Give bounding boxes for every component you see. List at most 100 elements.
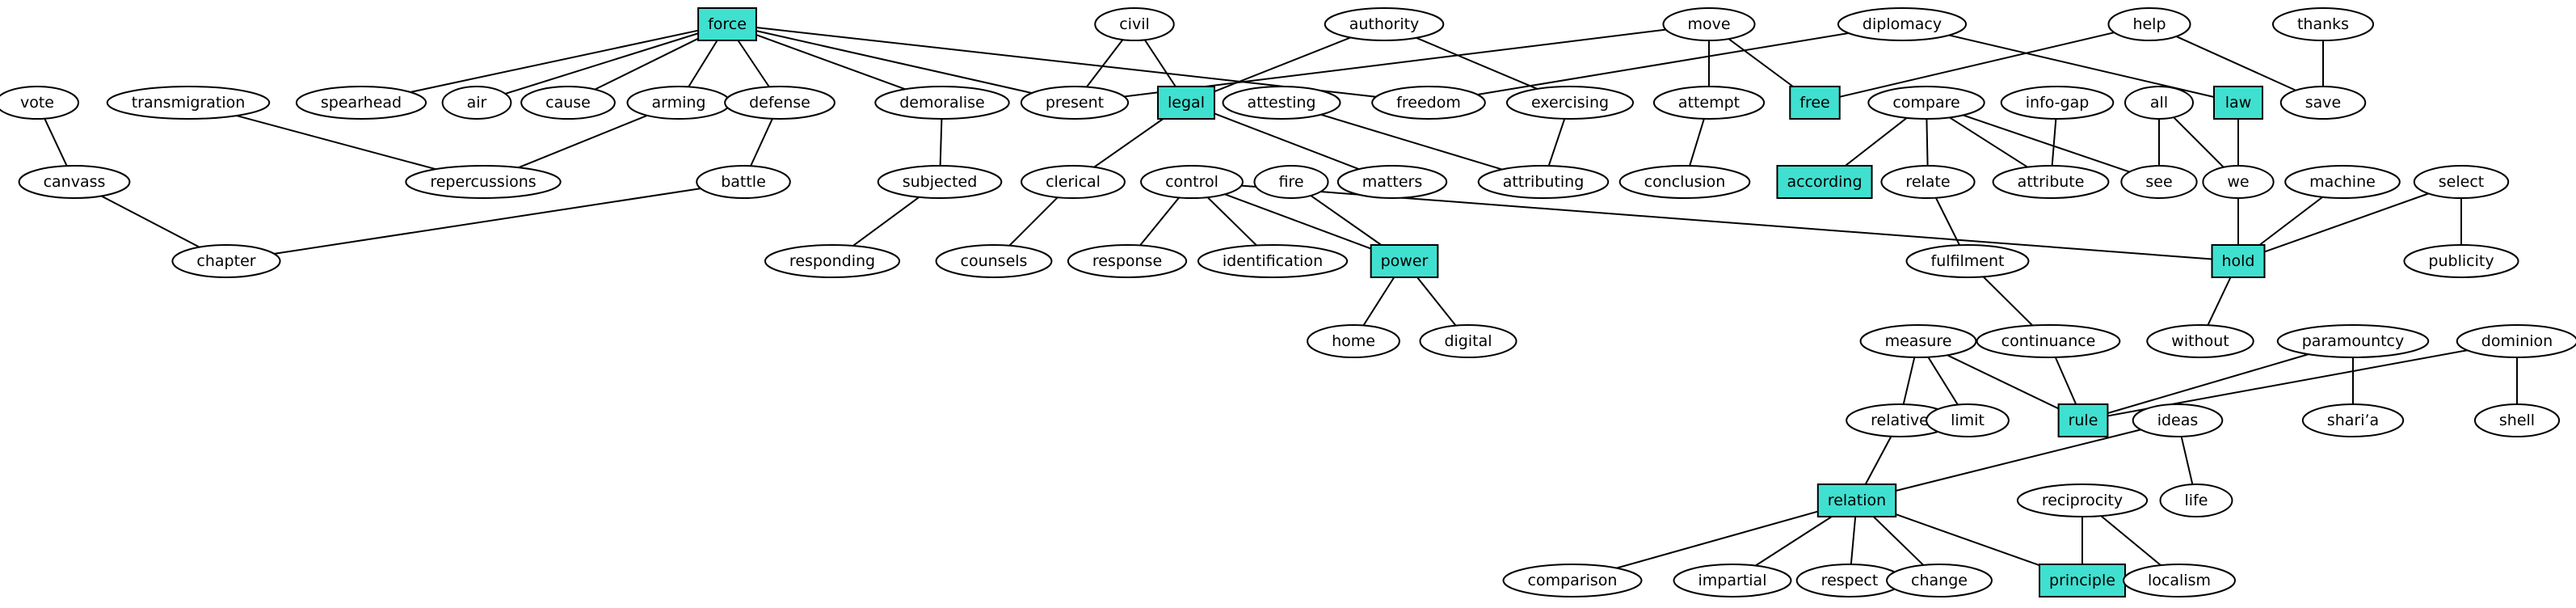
node-identification: identification bbox=[1197, 244, 1349, 278]
node-ellipse-freedom bbox=[1371, 86, 1486, 120]
node-ellipse-demoralise bbox=[874, 86, 1010, 120]
node-label-civil: civil bbox=[1119, 15, 1150, 33]
node-conclusion: conclusion bbox=[1618, 165, 1751, 199]
node-ellipse-attempt bbox=[1652, 86, 1766, 120]
node-label-rule: rule bbox=[2069, 412, 2098, 429]
node-digital: digital bbox=[1419, 324, 1517, 358]
node-battle: battle bbox=[696, 165, 791, 199]
node-ellipse-publicity bbox=[2403, 244, 2519, 278]
node-label-dominion: dominion bbox=[2481, 332, 2553, 350]
edge-control-power bbox=[1224, 193, 1371, 250]
node-label-freedom: freedom bbox=[1396, 94, 1461, 112]
node-ellipse-life bbox=[2159, 483, 2233, 517]
node-ellipse-all bbox=[2124, 86, 2194, 120]
node-info-gap: info-gap bbox=[2000, 86, 2115, 120]
node-label-localism: localism bbox=[2148, 572, 2211, 589]
node-clerical: clerical bbox=[1021, 165, 1126, 199]
node-ellipse-change bbox=[1886, 564, 1993, 597]
node-ellipse-battle bbox=[696, 165, 791, 199]
node-label-relation: relation bbox=[1828, 492, 1886, 509]
node-freedom: freedom bbox=[1371, 86, 1486, 120]
node-ellipse-fire bbox=[1253, 165, 1329, 199]
edge-subjected-responding bbox=[852, 196, 920, 247]
node-label-move: move bbox=[1687, 15, 1730, 33]
node-thanks: thanks bbox=[2271, 7, 2375, 41]
node-ellipse-counsels bbox=[935, 244, 1053, 278]
node-label-shari-a: shari’a bbox=[2327, 412, 2379, 429]
node-label-conclusion: conclusion bbox=[1644, 173, 1726, 191]
node-transmigration: transmigration bbox=[106, 86, 271, 120]
edge-measure-limit bbox=[1927, 357, 1959, 406]
node-ellipse-save bbox=[2279, 86, 2367, 120]
node-label-clerical: clerical bbox=[1046, 173, 1101, 191]
edge-machine-hold bbox=[2258, 196, 2323, 246]
node-counsels: counsels bbox=[935, 244, 1053, 278]
node-legal: legal bbox=[1157, 86, 1215, 120]
node-ellipse-see bbox=[2120, 165, 2198, 199]
edge-relation-principle bbox=[1895, 513, 2040, 567]
node-ellipse-machine bbox=[2284, 165, 2401, 199]
node-label-hold: hold bbox=[2221, 252, 2254, 270]
node-respect: respect bbox=[1795, 564, 1904, 597]
node-label-compare: compare bbox=[1892, 94, 1959, 112]
node-ellipse-fulfilment bbox=[1905, 244, 2030, 278]
node-reciprocity: reciprocity bbox=[2016, 483, 2149, 517]
node-dominion: dominion bbox=[2456, 324, 2576, 358]
node-ideas: ideas bbox=[2132, 403, 2224, 437]
node-power: power bbox=[1370, 244, 1439, 278]
node-ellipse-exercising bbox=[1505, 86, 1635, 120]
node-civil: civil bbox=[1094, 7, 1175, 41]
node-label-select: select bbox=[2439, 173, 2484, 191]
node-relate: relate bbox=[1880, 165, 1976, 199]
edge-force-cause bbox=[594, 37, 699, 91]
edge-exercising-attributing bbox=[1547, 118, 1566, 167]
node-ellipse-subjected bbox=[877, 165, 1003, 199]
edge-compare-according bbox=[1845, 117, 1908, 167]
edge-force-present bbox=[756, 30, 1033, 95]
node-change: change bbox=[1886, 564, 1993, 597]
node-comparison: comparison bbox=[1502, 564, 1643, 597]
edge-compare-see bbox=[1963, 114, 2130, 173]
edge-select-hold bbox=[2264, 192, 2429, 253]
node-ellipse-paramountcy bbox=[2276, 324, 2430, 358]
node-label-spearhead: spearhead bbox=[321, 94, 402, 112]
node-label-info-gap: info-gap bbox=[2026, 94, 2090, 112]
node-ellipse-help bbox=[2107, 7, 2191, 41]
edge-civil-present bbox=[1086, 39, 1124, 88]
node-cause: cause bbox=[520, 86, 616, 120]
edge-info-gap-attribute bbox=[2051, 118, 2057, 167]
edge-canvass-chapter bbox=[101, 195, 200, 248]
node-label-power: power bbox=[1381, 252, 1429, 270]
node-ellipse-response bbox=[1067, 244, 1188, 278]
node-present: present bbox=[1020, 86, 1130, 120]
edge-ideas-relation bbox=[1895, 429, 2141, 492]
node-label-shell: shell bbox=[2499, 412, 2535, 429]
node-according: according bbox=[1776, 165, 1873, 199]
node-label-help: help bbox=[2132, 15, 2166, 33]
node-label-arming: arming bbox=[651, 94, 705, 112]
node-label-control: control bbox=[1165, 173, 1219, 191]
node-label-authority: authority bbox=[1349, 15, 1420, 33]
node-compare: compare bbox=[1867, 86, 1985, 120]
node-label-we: we bbox=[2227, 173, 2249, 191]
edge-reciprocity-localism bbox=[2100, 515, 2161, 566]
node-ellipse-responding bbox=[764, 244, 901, 278]
edge-legal-matters bbox=[1214, 112, 1360, 171]
node-label-all: all bbox=[2150, 94, 2168, 112]
node-ellipse-clerical bbox=[1021, 165, 1126, 199]
node-relation: relation bbox=[1816, 483, 1897, 517]
edge-relation-respect bbox=[1850, 516, 1857, 565]
node-label-matters: matters bbox=[1362, 173, 1422, 191]
node-label-responding: responding bbox=[789, 252, 875, 270]
node-ellipse-home bbox=[1307, 324, 1400, 358]
node-label-life: life bbox=[2185, 492, 2208, 509]
node-label-diplomacy: diplomacy bbox=[1863, 15, 1942, 33]
node-ellipse-without bbox=[2146, 324, 2254, 358]
node-control: control bbox=[1140, 165, 1244, 199]
node-label-without: without bbox=[2171, 332, 2229, 350]
node-label-transmigration: transmigration bbox=[132, 94, 246, 112]
node-label-defense: defense bbox=[749, 94, 810, 112]
node-machine: machine bbox=[2284, 165, 2401, 199]
node-label-identification: identification bbox=[1223, 252, 1323, 270]
